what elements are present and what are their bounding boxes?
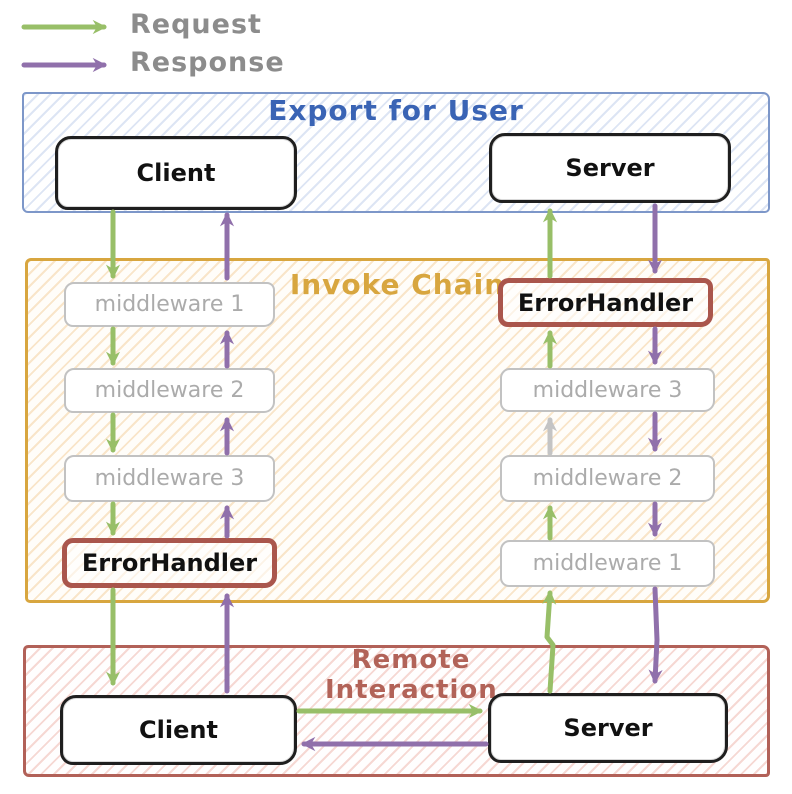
client-middleware-1-node: middleware 1 <box>64 282 275 327</box>
server-middleware-3-node: middleware 3 <box>500 368 715 412</box>
export-server-node: Server <box>489 133 731 203</box>
client-middleware-2-node: middleware 2 <box>64 368 275 413</box>
server-middleware-1-node: middleware 1 <box>500 540 715 587</box>
invoke-chain-title: Invoke Chain <box>289 268 506 301</box>
remote-server-node: Server <box>488 693 728 763</box>
client-errorhandler-node: ErrorHandler <box>62 538 277 588</box>
export-for-user-title: Export for User <box>268 94 524 127</box>
remote-interaction-title: Remote Interaction <box>325 645 498 705</box>
client-middleware-3-node: middleware 3 <box>64 455 275 502</box>
legend-response-label: Response <box>130 47 285 78</box>
legend-request-label: Request <box>130 9 262 40</box>
server-middleware-2-node: middleware 2 <box>500 455 715 502</box>
server-errorhandler-node: ErrorHandler <box>498 278 713 327</box>
remote-client-node: Client <box>60 695 297 765</box>
export-client-node: Client <box>55 136 297 210</box>
